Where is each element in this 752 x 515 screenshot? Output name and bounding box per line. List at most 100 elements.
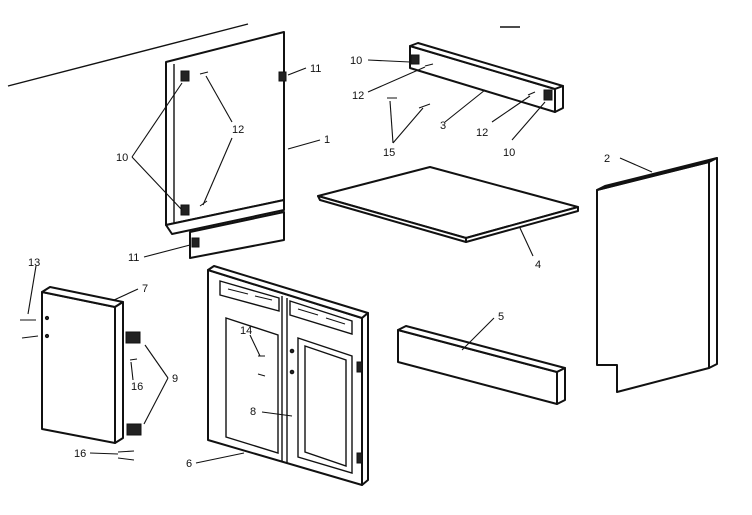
label-12-right: 12 bbox=[476, 127, 488, 139]
leader-9a bbox=[144, 344, 169, 379]
left-side-panel-face bbox=[165, 31, 285, 226]
callout-labels: 1 2 3 4 5 6 7 8 9 10 10 10 11 11 12 12 1… bbox=[28, 55, 610, 470]
label-16-middle: 16 bbox=[131, 381, 143, 393]
screw-icon bbox=[527, 91, 536, 96]
hinge-icon bbox=[180, 204, 190, 216]
leader-10b bbox=[131, 156, 183, 211]
drawer-pull-icon bbox=[227, 288, 249, 295]
screw-hole-icon bbox=[44, 333, 50, 339]
right-side-panel-2 bbox=[596, 157, 718, 393]
leader-1 bbox=[287, 139, 321, 150]
leader-8 bbox=[261, 411, 293, 417]
bottom-shelf-top bbox=[317, 166, 579, 239]
screw-hole-icon bbox=[289, 369, 295, 375]
leader-10a bbox=[131, 82, 183, 158]
top-rail-3 bbox=[387, 42, 564, 113]
leader-7 bbox=[113, 288, 139, 301]
label-13: 13 bbox=[28, 257, 40, 269]
label-14: 14 bbox=[240, 325, 252, 337]
leader-15a bbox=[389, 100, 394, 144]
leader-11a bbox=[287, 67, 307, 76]
left-side-panel-toe-kick bbox=[189, 211, 285, 259]
hinge-icon bbox=[356, 452, 363, 464]
hinge-icon bbox=[180, 70, 190, 82]
drawer-pull-icon bbox=[297, 308, 319, 316]
drawer-pull-icon bbox=[254, 295, 273, 301]
screw-icon bbox=[424, 63, 434, 67]
bottom-shelf-side-edge bbox=[465, 206, 579, 243]
screw-hole-icon bbox=[289, 348, 295, 354]
leader-2 bbox=[619, 157, 653, 173]
screw-icon bbox=[418, 103, 431, 109]
label-10-right: 10 bbox=[503, 147, 515, 159]
label-11-bottom: 11 bbox=[128, 252, 139, 264]
leader-13 bbox=[27, 265, 37, 315]
leader-10c bbox=[367, 59, 411, 63]
leader-12c bbox=[367, 66, 426, 93]
door-opening-left bbox=[225, 317, 279, 454]
hinge-icon bbox=[278, 71, 287, 82]
left-side-panel-1 bbox=[165, 31, 287, 259]
door-hinge-icon bbox=[125, 331, 141, 344]
toe-kick-board-end bbox=[556, 367, 566, 405]
door-opening-right bbox=[297, 337, 353, 474]
leader-15b bbox=[392, 107, 424, 144]
wall-outline bbox=[7, 23, 249, 87]
toe-kick-board-face bbox=[397, 329, 558, 405]
door-end bbox=[114, 301, 124, 444]
label-4: 4 bbox=[535, 259, 541, 271]
drawer-panel-left bbox=[219, 280, 280, 312]
screw-icon bbox=[257, 373, 266, 377]
leader-14 bbox=[249, 334, 261, 357]
label-5: 5 bbox=[498, 311, 504, 323]
label-2: 2 bbox=[604, 153, 610, 165]
top-rail-end bbox=[554, 85, 564, 113]
drawer-pull-icon bbox=[325, 317, 346, 325]
screw-icon bbox=[117, 457, 135, 461]
face-frame-end bbox=[361, 312, 369, 486]
toe-kick-board-5 bbox=[397, 325, 566, 405]
leader-12b bbox=[202, 137, 233, 206]
hinge-icon bbox=[191, 237, 200, 248]
door-face bbox=[41, 291, 116, 444]
label-12-left: 12 bbox=[232, 124, 244, 136]
leader-lines bbox=[27, 59, 653, 464]
label-7: 7 bbox=[142, 283, 148, 295]
leader-4 bbox=[519, 227, 534, 257]
door-panel-right-inner bbox=[304, 345, 347, 467]
hinge-icon bbox=[543, 89, 553, 101]
label-9: 9 bbox=[172, 373, 178, 385]
label-12-top: 12 bbox=[352, 90, 364, 102]
leader-5 bbox=[461, 317, 495, 351]
leader-16b bbox=[89, 452, 119, 455]
label-8: 8 bbox=[250, 406, 256, 418]
label-10-left: 10 bbox=[116, 152, 128, 164]
leader-10d bbox=[511, 101, 546, 141]
leader-3 bbox=[444, 89, 486, 123]
screw-hole-icon bbox=[44, 315, 50, 321]
label-11-top: 11 bbox=[310, 63, 321, 75]
label-6: 6 bbox=[186, 458, 192, 470]
label-3: 3 bbox=[440, 120, 446, 132]
hinge-icon bbox=[356, 361, 363, 373]
face-frame-outline bbox=[207, 269, 363, 486]
hinge-icon bbox=[410, 54, 420, 65]
label-16-bottom: 16 bbox=[74, 448, 86, 460]
screw-icon bbox=[117, 450, 135, 453]
face-frame-6 bbox=[207, 265, 369, 486]
label-15: 15 bbox=[383, 147, 395, 159]
leader-9b bbox=[143, 377, 169, 425]
right-side-panel-face bbox=[596, 161, 710, 393]
label-10-top: 10 bbox=[350, 55, 362, 67]
screw-icon bbox=[129, 358, 138, 361]
leader-12d bbox=[491, 95, 531, 123]
bottom-shelf-4 bbox=[317, 166, 579, 243]
leader-6 bbox=[195, 452, 245, 464]
door-hinge-icon bbox=[126, 423, 142, 436]
left-side-panel-lower-edge bbox=[165, 199, 285, 235]
door-7 bbox=[20, 286, 124, 444]
leader-12a bbox=[205, 75, 233, 123]
drawer-panel-right bbox=[289, 300, 353, 335]
